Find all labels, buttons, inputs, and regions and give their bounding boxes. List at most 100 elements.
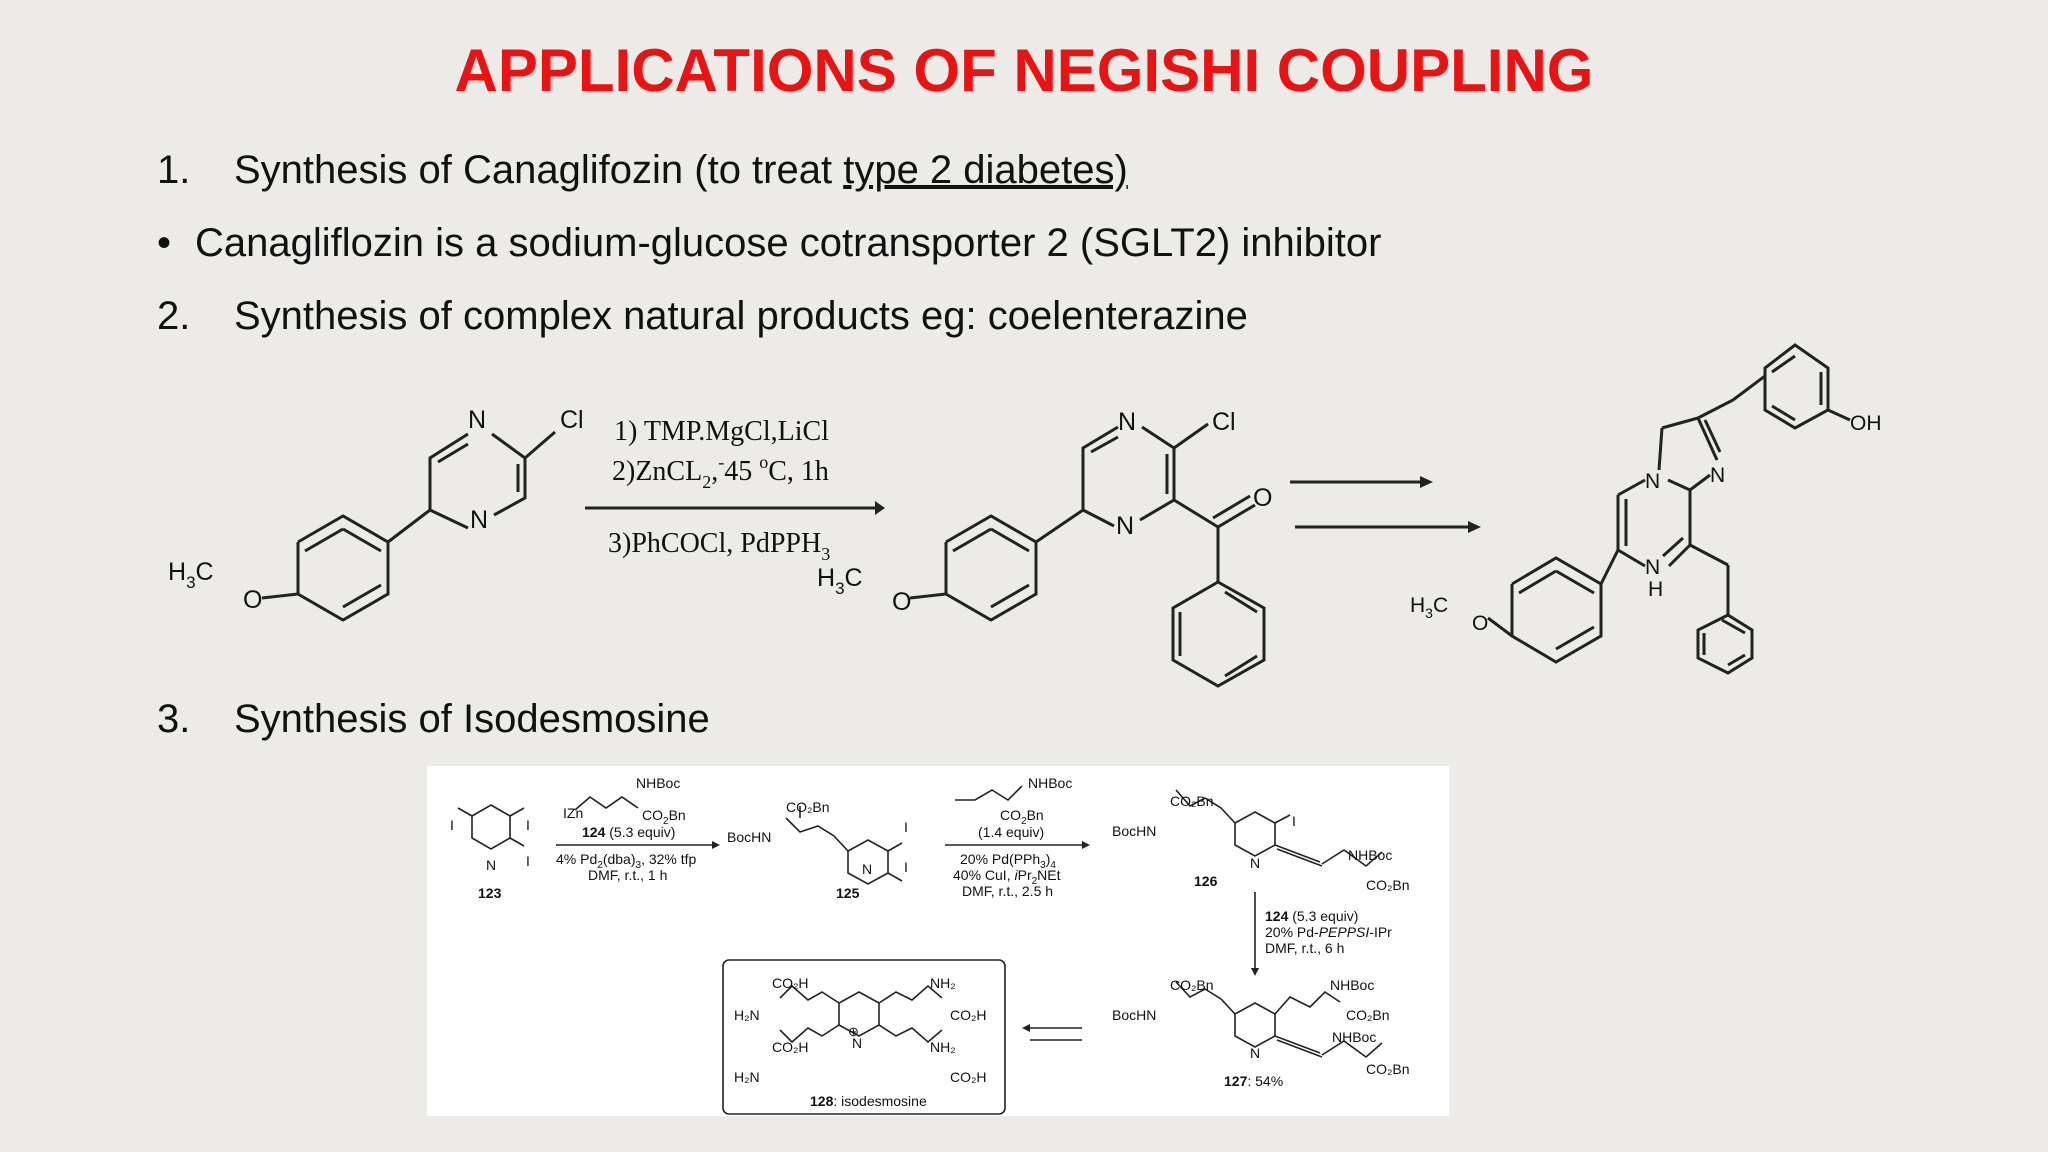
arrow-head bbox=[1420, 476, 1433, 488]
svg-text:H₂N: H₂N bbox=[734, 1007, 760, 1023]
svg-text:CO₂Bn: CO₂Bn bbox=[786, 799, 830, 815]
svg-text:126: 126 bbox=[1194, 873, 1218, 889]
svg-text:O: O bbox=[243, 586, 262, 614]
slide-title: APPLICATIONS OF NEGISHI COUPLING bbox=[454, 37, 1594, 104]
svg-text:NHBoc: NHBoc bbox=[1028, 775, 1072, 791]
svg-text:NHBoc: NHBoc bbox=[1332, 1029, 1376, 1045]
svg-text:H₂N: H₂N bbox=[734, 1069, 760, 1085]
list-item-bullet: • Canagliflozin is a sodium-glucose cotra… bbox=[157, 221, 1381, 266]
svg-text:4% Pd2(dba)3, 32% tfp: 4% Pd2(dba)3, 32% tfp bbox=[556, 851, 697, 871]
list-item-2: 2. Synthesis of complex natural products … bbox=[157, 294, 1248, 339]
reaction-conditions: 1) TMP.MgCl,LiCl 2)ZnCL2,-45 oC, 1h 3)Ph… bbox=[608, 416, 830, 564]
isodesmosine-scheme-panel bbox=[427, 766, 1449, 1116]
list-item-text: Synthesis of complex natural products eg… bbox=[234, 294, 1248, 338]
list-item-text: Synthesis of Canaglifozin (to treat bbox=[234, 148, 844, 192]
list-marker: 1. bbox=[157, 148, 191, 192]
underlined-text: type 2 diabetes) bbox=[843, 148, 1128, 192]
svg-text:N: N bbox=[470, 506, 488, 534]
svg-text:124 (5.3 equiv): 124 (5.3 equiv) bbox=[1265, 908, 1358, 924]
svg-text:N: N bbox=[1250, 1045, 1260, 1061]
svg-text:⊕: ⊕ bbox=[848, 1024, 859, 1039]
svg-text:CO₂H: CO₂H bbox=[772, 975, 809, 991]
arrow-head bbox=[1468, 521, 1481, 533]
svg-text:128: isodesmosine: 128: isodesmosine bbox=[810, 1093, 927, 1109]
svg-text:I: I bbox=[450, 817, 454, 833]
svg-text:I: I bbox=[526, 853, 530, 869]
svg-text:N: N bbox=[468, 406, 486, 434]
svg-text:N: N bbox=[486, 857, 496, 873]
svg-text:40% CuI, iPr2NEt: 40% CuI, iPr2NEt bbox=[953, 867, 1061, 887]
list-item-text: Canagliflozin is a sodium-glucose cotran… bbox=[195, 221, 1382, 265]
list-marker: 2. bbox=[157, 294, 191, 338]
list-item-text: Synthesis of Isodesmosine bbox=[234, 697, 710, 741]
svg-text:O: O bbox=[1253, 484, 1272, 512]
svg-text:Cl: Cl bbox=[1212, 408, 1236, 436]
svg-text:123: 123 bbox=[478, 885, 502, 901]
svg-text:NHBoc: NHBoc bbox=[636, 775, 680, 791]
svg-text:Cl: Cl bbox=[560, 406, 584, 434]
svg-text:CO₂Bn: CO₂Bn bbox=[1170, 793, 1214, 809]
svg-text:NH₂: NH₂ bbox=[930, 1039, 956, 1055]
list-item-1: 1. Synthesis of Canaglifozin (to treat ty… bbox=[157, 148, 1128, 193]
arrow-head bbox=[1082, 841, 1090, 849]
svg-text:H: H bbox=[1648, 578, 1663, 601]
svg-text:CO₂Bn: CO₂Bn bbox=[1170, 977, 1214, 993]
arrow-head bbox=[1022, 1024, 1030, 1032]
svg-text:O: O bbox=[1472, 612, 1488, 635]
svg-text:O: O bbox=[892, 588, 911, 616]
svg-text:N: N bbox=[1118, 408, 1136, 436]
svg-text:H3C: H3C bbox=[817, 564, 863, 598]
svg-text:CO2Bn: CO2Bn bbox=[642, 807, 686, 827]
svg-text:CO₂Bn: CO₂Bn bbox=[1346, 1007, 1390, 1023]
svg-text:CO₂H: CO₂H bbox=[950, 1069, 987, 1085]
svg-text:NH₂: NH₂ bbox=[930, 975, 956, 991]
svg-text:DMF, r.t., 2.5 h: DMF, r.t., 2.5 h bbox=[962, 883, 1053, 899]
svg-text:CO2Bn: CO2Bn bbox=[1000, 807, 1044, 827]
svg-text:OH: OH bbox=[1850, 412, 1882, 435]
svg-text:I: I bbox=[904, 859, 908, 875]
svg-text:DMF, r.t., 1 h: DMF, r.t., 1 h bbox=[588, 867, 667, 883]
svg-text:BocHN: BocHN bbox=[1112, 823, 1156, 839]
svg-text:3)PhCOCl, PdPPH3: 3)PhCOCl, PdPPH3 bbox=[608, 528, 830, 564]
svg-text:(1.4 equiv): (1.4 equiv) bbox=[978, 824, 1044, 840]
svg-text:BocHN: BocHN bbox=[1112, 1007, 1156, 1023]
svg-text:H3C: H3C bbox=[168, 558, 214, 592]
svg-text:BocHN: BocHN bbox=[727, 829, 771, 845]
svg-text:2)ZnCL2,-45 oC, 1h: 2)ZnCL2,-45 oC, 1h bbox=[612, 452, 829, 492]
svg-text:CO₂Bn: CO₂Bn bbox=[1366, 1061, 1410, 1077]
svg-text:NHBoc: NHBoc bbox=[1330, 977, 1374, 993]
svg-text:20% Pd-PEPPSI-IPr: 20% Pd-PEPPSI-IPr bbox=[1265, 924, 1392, 940]
svg-text:N: N bbox=[1250, 855, 1260, 871]
svg-text:CO₂H: CO₂H bbox=[950, 1007, 987, 1023]
svg-text:N: N bbox=[1116, 512, 1134, 540]
atom-labels: N N Cl H3C O N N Cl O H3C O N N H N OH H… bbox=[168, 406, 1882, 635]
svg-text:1) TMP.MgCl,LiCl: 1) TMP.MgCl,LiCl bbox=[614, 416, 829, 447]
svg-text:125: 125 bbox=[836, 885, 860, 901]
arrow-head bbox=[712, 841, 720, 849]
svg-text:N: N bbox=[1645, 556, 1660, 579]
svg-text:I: I bbox=[526, 817, 530, 833]
svg-text:IZn: IZn bbox=[563, 805, 583, 821]
svg-text:N: N bbox=[852, 1035, 862, 1051]
svg-text:CO₂H: CO₂H bbox=[772, 1039, 809, 1055]
svg-text:N: N bbox=[862, 861, 872, 877]
svg-text:N: N bbox=[1645, 470, 1660, 493]
scheme2-labels: I I I N 123 NHBoc IZn CO2Bn 124 (5.3 equ… bbox=[450, 775, 1410, 1109]
list-item-3: 3. Synthesis of Isodesmosine bbox=[157, 697, 710, 742]
svg-text:H3C: H3C bbox=[1410, 594, 1448, 621]
svg-text:CO₂Bn: CO₂Bn bbox=[1366, 877, 1410, 893]
svg-text:DMF, r.t., 6 h: DMF, r.t., 6 h bbox=[1265, 940, 1344, 956]
svg-text:I: I bbox=[904, 819, 908, 835]
svg-text:N: N bbox=[1710, 464, 1725, 487]
list-marker: • bbox=[157, 221, 172, 265]
svg-text:127: 54%: 127: 54% bbox=[1224, 1073, 1283, 1089]
arrow-head bbox=[875, 501, 885, 515]
svg-text:124 (5.3 equiv): 124 (5.3 equiv) bbox=[582, 824, 675, 840]
list-marker: 3. bbox=[157, 697, 191, 741]
svg-text:I: I bbox=[1292, 813, 1296, 829]
structure-bonds bbox=[261, 343, 1851, 688]
svg-text:20% Pd(PPh3)4: 20% Pd(PPh3)4 bbox=[960, 851, 1056, 871]
arrow-head bbox=[1251, 968, 1259, 976]
